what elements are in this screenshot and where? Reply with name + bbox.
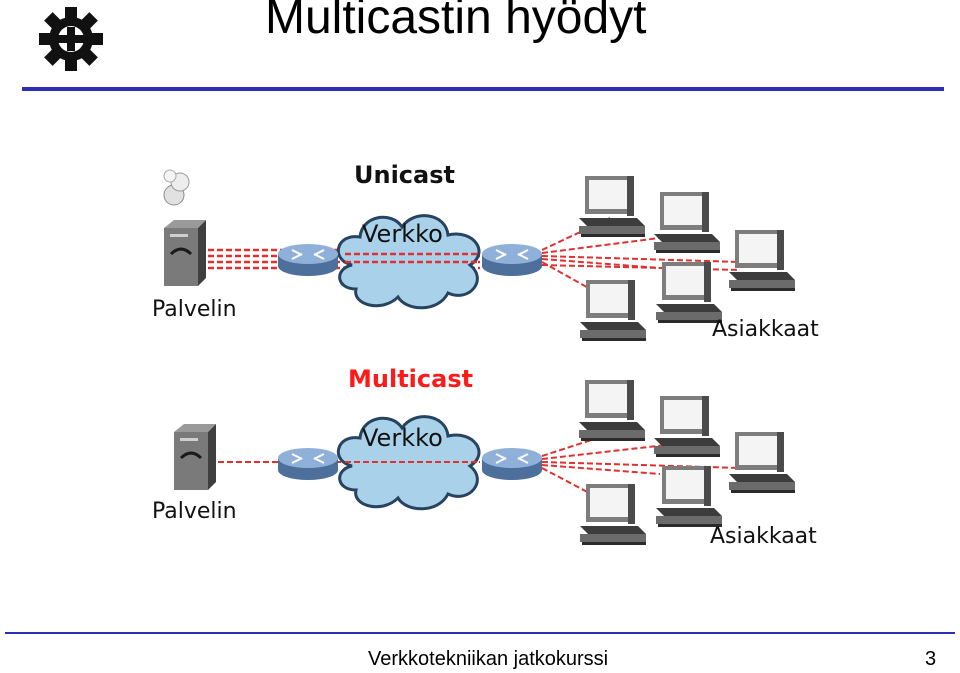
router-icon	[481, 447, 543, 481]
computer-icon	[656, 466, 722, 527]
computer-icon	[579, 176, 645, 237]
computer-icon	[580, 280, 646, 341]
unicast-multicast-diagram: Unicast Palvelin Verkko Asiakkaat Multic…	[152, 161, 819, 549]
router-icon	[277, 243, 339, 277]
footer-divider	[5, 632, 955, 634]
multicast-server-label: Palvelin	[152, 499, 237, 524]
computer-icon	[729, 230, 795, 291]
computer-icon	[654, 192, 720, 253]
computer-icon	[654, 396, 720, 457]
multicast-clients-label: Asiakkaat	[710, 524, 817, 549]
router-icon	[481, 243, 543, 277]
title-divider	[22, 87, 944, 91]
multicast-heading: Multicast	[348, 365, 473, 393]
computer-icon	[656, 262, 722, 323]
computer-icon	[579, 380, 645, 441]
computer-icon	[729, 432, 795, 493]
footer-course-name: Verkkotekniikan jatkokurssi	[368, 648, 609, 670]
gear-logo-icon	[39, 7, 103, 71]
page-number: 3	[925, 648, 937, 670]
slide-title: Multicastin hyödyt	[265, 0, 647, 44]
unicast-clients-label: Asiakkaat	[712, 317, 819, 342]
multicast-network-label: Verkko	[362, 424, 443, 452]
unicast-heading: Unicast	[354, 161, 455, 189]
server-icon	[172, 424, 218, 492]
smoke-icon	[163, 169, 190, 206]
router-icon	[277, 447, 339, 481]
unicast-cloud-streams	[345, 252, 480, 264]
unicast-network-label: Verkko	[362, 220, 443, 248]
unicast-server-label: Palvelin	[152, 297, 237, 322]
server-icon	[162, 220, 208, 288]
computer-icon	[580, 484, 646, 545]
